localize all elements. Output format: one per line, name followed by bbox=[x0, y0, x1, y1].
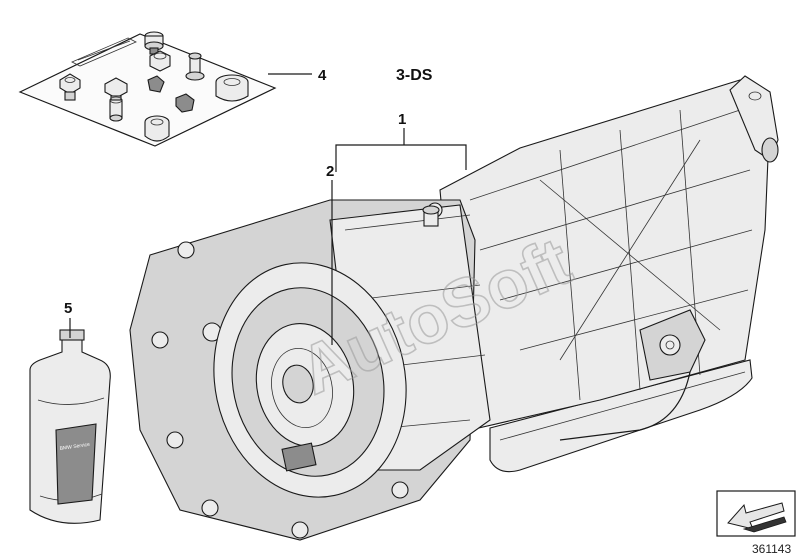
bracket-1 bbox=[335, 144, 467, 172]
callout-5[interactable]: 5 bbox=[64, 300, 72, 317]
callout-2[interactable]: 2 bbox=[326, 163, 334, 180]
sleeve bbox=[109, 96, 123, 122]
sealing-plug bbox=[149, 50, 171, 72]
screw-plug-small bbox=[144, 31, 164, 55]
output-flange bbox=[729, 75, 779, 163]
transmission-oil-bottle[interactable]: BMW Service bbox=[29, 329, 111, 524]
screw-plug-hex bbox=[59, 73, 81, 101]
automatic-transmission[interactable] bbox=[129, 75, 779, 541]
selector-lever bbox=[559, 309, 706, 441]
torque-converter bbox=[213, 262, 407, 498]
small-parts-kit[interactable] bbox=[18, 31, 277, 147]
callout-4[interactable]: 4 bbox=[318, 67, 327, 84]
bottle-label-text: BMW Service bbox=[59, 442, 90, 452]
pin-bolt bbox=[185, 52, 205, 81]
cap-large bbox=[215, 74, 249, 102]
hex-nut bbox=[175, 93, 195, 113]
small-plug bbox=[147, 75, 165, 93]
arrow-down-left-icon[interactable] bbox=[716, 490, 796, 537]
callout-1[interactable]: 1 bbox=[398, 111, 406, 128]
breather-cap bbox=[422, 205, 440, 227]
diagram-number: 361143 bbox=[752, 542, 791, 556]
cap-medium bbox=[144, 115, 170, 142]
variant-label: 3-DS bbox=[396, 67, 433, 84]
leader-lines bbox=[69, 73, 467, 345]
